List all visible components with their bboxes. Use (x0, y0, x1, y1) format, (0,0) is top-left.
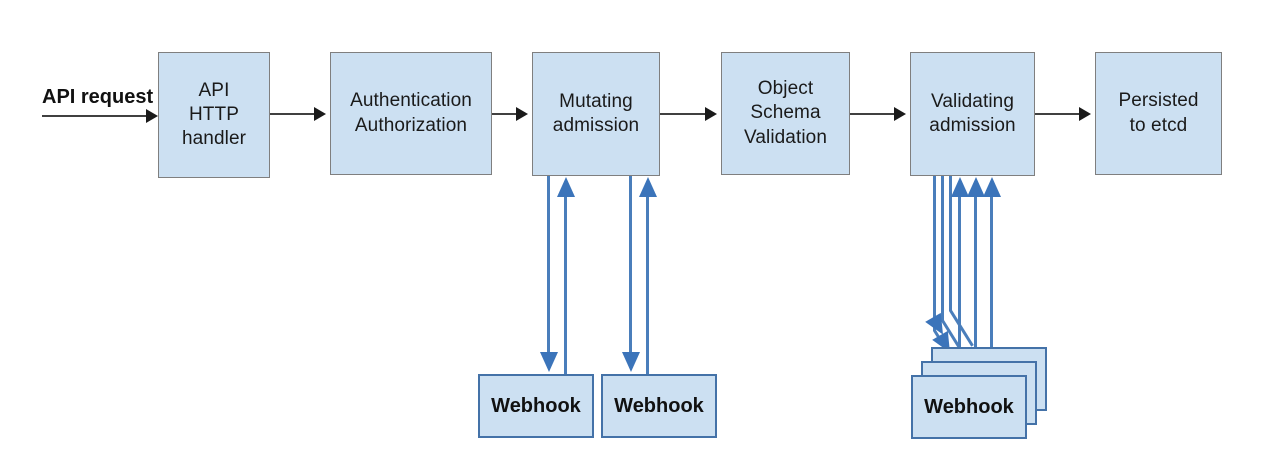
mutating-call-1-down-line (547, 176, 550, 354)
entry-arrow-line (42, 115, 154, 117)
validating-call-2-down-line (941, 176, 944, 321)
connector-arrow-validating-to-etcd (1079, 107, 1091, 121)
connector-arrow-schema-to-validating (894, 107, 906, 121)
mutating-call-2-down-arrowhead (622, 352, 640, 372)
validating-call-3-down-line (949, 176, 952, 311)
stage-api-http-handler[interactable]: API HTTP handler (158, 52, 270, 178)
stage-persisted-to-etcd[interactable]: Persisted to etcd (1095, 52, 1222, 175)
validating-response-3-up-line (990, 196, 993, 366)
mutating-call-1-up-arrowhead (557, 177, 575, 197)
connector-line-validating-to-etcd (1035, 113, 1081, 115)
connector-arrow-handler-to-auth (314, 107, 326, 121)
entry-arrow-head (146, 109, 158, 123)
mutating-call-1-down-arrowhead (540, 352, 558, 372)
webhook-box-validating-front[interactable]: Webhook (911, 375, 1027, 439)
validating-response-1-up-arrowhead (951, 177, 969, 197)
connector-arrow-mutating-to-schema (705, 107, 717, 121)
connector-line-handler-to-auth (270, 113, 318, 115)
webhook-box-mutating-1[interactable]: Webhook (478, 374, 594, 438)
validating-call-1-down-line (933, 176, 936, 331)
connector-line-schema-to-validating (850, 113, 896, 115)
webhook-box-mutating-2[interactable]: Webhook (601, 374, 717, 438)
connector-arrow-auth-to-mutating (516, 107, 528, 121)
validating-response-3-up-arrowhead (983, 177, 1001, 197)
connector-line-mutating-to-schema (660, 113, 707, 115)
stage-mutating-admission[interactable]: Mutating admission (532, 52, 660, 176)
stage-object-schema-validation[interactable]: Object Schema Validation (721, 52, 850, 175)
mutating-call-2-up-line (646, 196, 649, 374)
stage-authentication-authorization[interactable]: Authentication Authorization (330, 52, 492, 175)
mutating-call-2-up-arrowhead (639, 177, 657, 197)
connector-line-auth-to-mutating (492, 113, 518, 115)
validating-response-2-up-arrowhead (967, 177, 985, 197)
entry-label: API request (42, 86, 154, 108)
validating-response-2-up-line (974, 196, 977, 376)
validating-response-1-up-line (958, 196, 961, 386)
mutating-call-1-up-line (564, 196, 567, 374)
mutating-call-2-down-line (629, 176, 632, 354)
stage-validating-admission[interactable]: Validating admission (910, 52, 1035, 176)
